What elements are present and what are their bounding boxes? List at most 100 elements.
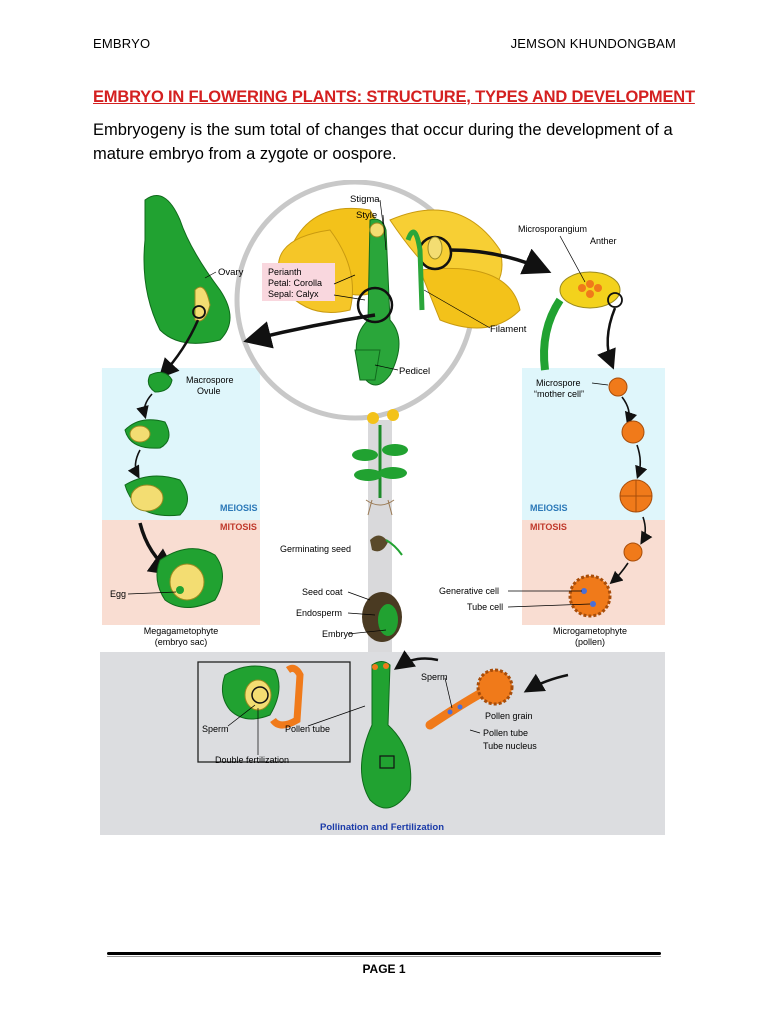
perianth-label-box bbox=[262, 263, 335, 301]
label-microspore: Microspore bbox=[536, 378, 581, 388]
leader-line bbox=[382, 214, 387, 251]
leader-line bbox=[347, 591, 371, 601]
ovule-zoom-circle bbox=[192, 305, 206, 319]
pollen-grain bbox=[568, 574, 612, 618]
label-perianth: Perianth bbox=[268, 267, 302, 277]
microsporangium-dot bbox=[586, 290, 594, 298]
pistil-bottom-shape bbox=[361, 661, 412, 809]
leader-line bbox=[204, 271, 217, 279]
stamen-shape bbox=[405, 229, 425, 311]
label-microgametophyte: Microgametophyte bbox=[553, 626, 627, 636]
ovule-zoom-core bbox=[244, 679, 272, 711]
label-stigma: Stigma bbox=[350, 194, 380, 205]
label-seed-coat: Seed coat bbox=[302, 587, 343, 597]
label-pollen: (pollen) bbox=[575, 637, 605, 647]
footer-rule bbox=[107, 952, 661, 955]
petal-shape bbox=[419, 267, 521, 329]
label-megagametophyte: Megagametophyte bbox=[144, 626, 219, 636]
microspore-divide bbox=[621, 420, 645, 444]
page-number: PAGE 1 bbox=[362, 962, 406, 976]
macrospore-cell bbox=[147, 371, 173, 393]
zoom-circle bbox=[251, 686, 269, 704]
embryo-development-figure: Stigma Style Perianth Petal: Corolla Sep… bbox=[100, 180, 665, 835]
sperm-dot bbox=[447, 709, 453, 715]
label-pedicel: Pedicel bbox=[399, 366, 430, 377]
header-right: JEMSON KHUNDONGBAM bbox=[510, 36, 676, 51]
leader-line bbox=[469, 729, 481, 734]
arrow-flower-to-anther bbox=[449, 248, 552, 275]
label-sperm-right: Sperm bbox=[421, 672, 448, 682]
stigma-dot bbox=[372, 664, 378, 670]
label-macrospore: Macrospore bbox=[186, 375, 234, 385]
microsporangium-dot bbox=[594, 284, 602, 292]
young-plant-icon bbox=[352, 409, 408, 516]
label-style: Style bbox=[356, 210, 377, 221]
arrow-right bbox=[621, 396, 638, 426]
leader-line bbox=[374, 364, 399, 371]
label-egg: Egg bbox=[110, 589, 126, 599]
leader-line bbox=[379, 199, 384, 225]
arrow-flower-to-ovary bbox=[243, 313, 376, 349]
leader-line bbox=[333, 294, 366, 301]
microsporangium-dot bbox=[586, 280, 594, 288]
filament-shape bbox=[540, 297, 564, 371]
label-embryo: Embryo bbox=[322, 629, 353, 639]
germinating-seed-shape bbox=[370, 535, 388, 552]
arrow-left bbox=[136, 393, 153, 420]
leader-line bbox=[591, 382, 609, 386]
footer-rule-thin bbox=[107, 956, 661, 957]
left-meiosis-label: MEIOSIS bbox=[220, 503, 258, 513]
anther-zoom-small bbox=[607, 292, 623, 308]
leader-line bbox=[507, 603, 591, 608]
label-microsporangium: Microsporangium bbox=[518, 224, 587, 234]
leader-line bbox=[444, 677, 453, 709]
microsporangium-dot bbox=[578, 284, 586, 292]
label-generative-cell: Generative cell bbox=[439, 586, 499, 596]
arrow-ovary-down bbox=[158, 319, 200, 379]
leader-line bbox=[227, 704, 256, 727]
pollen-grain-right bbox=[476, 668, 514, 706]
anther-small bbox=[427, 236, 443, 260]
sperm-dot bbox=[457, 704, 463, 710]
leader-line bbox=[307, 705, 366, 727]
label-ovule: Ovule bbox=[197, 386, 221, 396]
pollen-tube-zoom bbox=[270, 664, 304, 729]
label-pollen-tube-right: Pollen tube bbox=[483, 728, 528, 738]
leader-line bbox=[347, 612, 376, 616]
label-embryo-sac: (embryo sac) bbox=[155, 637, 208, 647]
label-sperm-left: Sperm bbox=[202, 724, 229, 734]
stigma-shape bbox=[369, 222, 385, 238]
label-double-fertilization: Double fertilization bbox=[215, 755, 289, 765]
seed-embryo bbox=[378, 604, 398, 636]
arrow-pollen-to-stigma bbox=[393, 650, 439, 670]
fertilization-caption: Pollination and Fertilization bbox=[320, 822, 444, 833]
ovule-stage-core bbox=[130, 484, 164, 512]
leader-line bbox=[333, 274, 356, 285]
label-pollen-grain: Pollen grain bbox=[485, 711, 533, 721]
label-filament: Filament bbox=[490, 324, 527, 335]
leader-line bbox=[127, 591, 177, 595]
label-sepal: Sepal: Calyx bbox=[268, 289, 319, 299]
label-mother-cell: “mother cell” bbox=[534, 389, 584, 399]
ovary-zoom-circle bbox=[356, 286, 394, 324]
arrow-left bbox=[127, 449, 141, 479]
stigma-dot bbox=[383, 663, 389, 669]
microspore-single bbox=[623, 542, 643, 562]
label-pollen-tube-left: Pollen tube bbox=[285, 724, 330, 734]
leader-line bbox=[347, 629, 387, 635]
ovule-stage-core bbox=[129, 425, 151, 443]
microspore-cell bbox=[608, 377, 628, 397]
page-title: EMBRYO IN FLOWERING PLANTS: STRUCTURE, T… bbox=[93, 88, 695, 106]
generative-nucleus bbox=[581, 588, 587, 594]
right-meiosis-label: MEIOSIS bbox=[530, 503, 568, 513]
arrow-right bbox=[635, 444, 648, 480]
arrow-anther-down bbox=[597, 307, 617, 370]
label-tube-nucleus: Tube nucleus bbox=[483, 741, 537, 751]
label-tube-cell: Tube cell bbox=[467, 602, 503, 612]
egg-cell bbox=[176, 586, 184, 594]
arrow-to-pollen bbox=[523, 673, 569, 693]
header-left: EMBRYO bbox=[93, 36, 151, 51]
label-endosperm: Endosperm bbox=[296, 608, 342, 618]
germinating-sprout bbox=[385, 539, 403, 556]
pedicel-shape bbox=[354, 349, 381, 381]
